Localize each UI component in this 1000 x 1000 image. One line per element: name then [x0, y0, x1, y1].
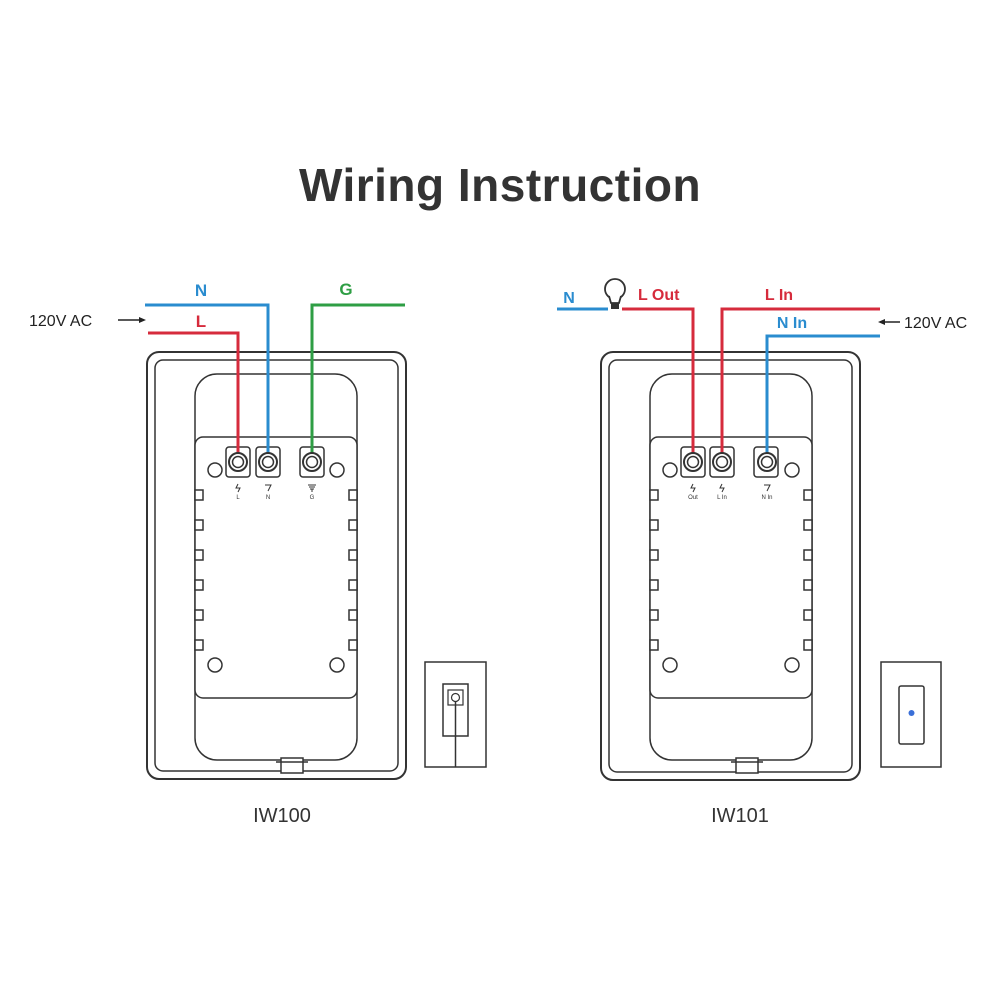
terminal-n: [258, 452, 278, 472]
iw101-switch-thumbnail: [880, 661, 942, 768]
neutral-label: N: [195, 281, 207, 300]
iw101-device: [600, 351, 861, 781]
live-wire: [148, 331, 240, 462]
terminal-label-l-in: L In: [717, 495, 727, 501]
arrow-left-icon: [878, 319, 900, 325]
model-label-iw101: IW101: [711, 805, 769, 827]
terminal-l: [228, 452, 248, 472]
light-bulb-icon: [604, 278, 626, 309]
terminal-l-in: [712, 452, 732, 472]
terminal-label-out: Out: [688, 495, 698, 501]
live-out-wire: [622, 307, 695, 462]
live-in-label: L In: [765, 287, 793, 304]
page-title: Wiring Instruction: [298, 159, 702, 211]
terminal-g: [302, 452, 322, 472]
live-label: L: [196, 312, 206, 331]
terminal-label-g: G: [310, 495, 315, 501]
iw100-switch-thumbnail: [424, 661, 487, 768]
neutral-label-right: N: [563, 290, 575, 307]
model-label-iw100: IW100: [253, 805, 311, 827]
terminal-label-n-in: N In: [761, 495, 772, 501]
indicator-light: [908, 710, 915, 716]
terminal-label-n: N: [266, 495, 270, 501]
terminal-n-in: [757, 452, 777, 472]
source-label-left: 120V AC: [29, 313, 92, 330]
neutral-in-label: N In: [777, 315, 807, 332]
arrow-right-icon: [118, 317, 146, 323]
source-label-right: 120V AC: [904, 315, 967, 332]
live-in-wire: [720, 307, 880, 462]
iw101-wires: [557, 307, 880, 462]
iw100-wires: [145, 303, 405, 462]
ground-label: G: [339, 280, 352, 299]
terminal-out: [683, 452, 703, 472]
neutral-in-wire: [765, 334, 880, 462]
ground-wire: [310, 303, 405, 462]
neutral-wire: [145, 303, 270, 462]
live-out-label: L Out: [638, 287, 680, 304]
terminal-label-l: L: [236, 495, 240, 501]
iw100-device: [146, 351, 407, 780]
